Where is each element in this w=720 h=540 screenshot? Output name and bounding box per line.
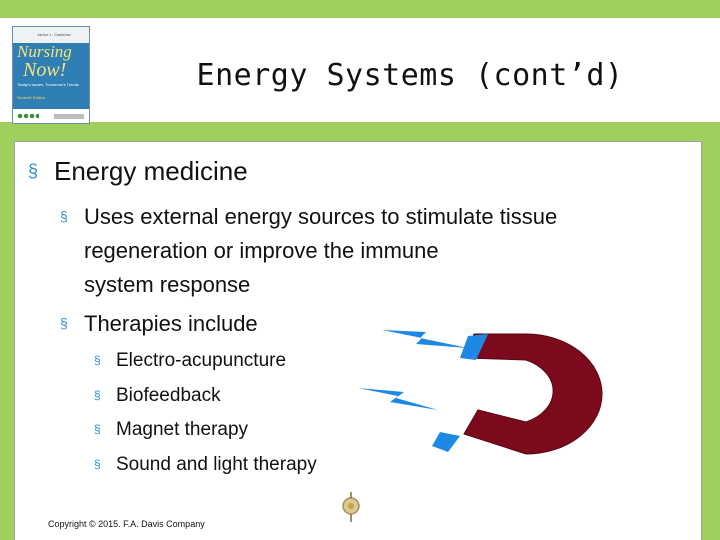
slide-title: Energy Systems (cont’d): [196, 58, 624, 93]
bullet-icon: §: [60, 315, 68, 331]
bullet-therapies-include: §Therapies include: [60, 311, 258, 336]
title-divider: [0, 122, 720, 131]
decorative-ornament-icon: [342, 492, 360, 522]
bullet-energy-medicine: §Energy medicine: [28, 156, 248, 186]
cover-title: Nursing Now!: [17, 42, 72, 81]
copyright-footer: Copyright © 2015. F.A. Davis Company: [48, 519, 205, 529]
magnet-with-lightning-icon: [358, 330, 603, 455]
list-item-magnet-therapy: §Magnet therapy: [94, 419, 249, 440]
bullet-icon: §: [94, 388, 101, 402]
bullet-icon: §: [94, 457, 101, 471]
title-bar: [0, 0, 720, 131]
list-item-sound-and-light-therapy: §Sound and light therapy: [94, 454, 317, 475]
list-item-biofeedback: §Biofeedback: [94, 385, 221, 406]
cover-dots-icon: [17, 113, 39, 119]
bullet-icon: §: [60, 208, 68, 224]
bullet-icon: §: [28, 161, 39, 181]
bullet-icon: §: [94, 422, 101, 436]
bullet-uses-external: §Uses external energy sources to stimula…: [60, 204, 558, 229]
cover-edition: Seventh Edition: [17, 95, 46, 100]
bullet-icon: §: [94, 353, 101, 367]
book-cover-image: Janice L. Castelow Nursing Now! Today's …: [12, 26, 90, 124]
content-panel: [14, 141, 702, 540]
cover-author: Janice L. Castelow: [37, 32, 71, 37]
bullet-uses-external-line2: regeneration or improve the immune: [84, 238, 439, 263]
cover-subtitle: Today's Issues, Tomorrow's Trends: [17, 82, 79, 87]
publisher-logo-icon: [54, 114, 84, 119]
list-item-electro-acupuncture: §Electro-acupuncture: [94, 350, 287, 371]
bullet-uses-external-line3: system response: [84, 272, 251, 297]
